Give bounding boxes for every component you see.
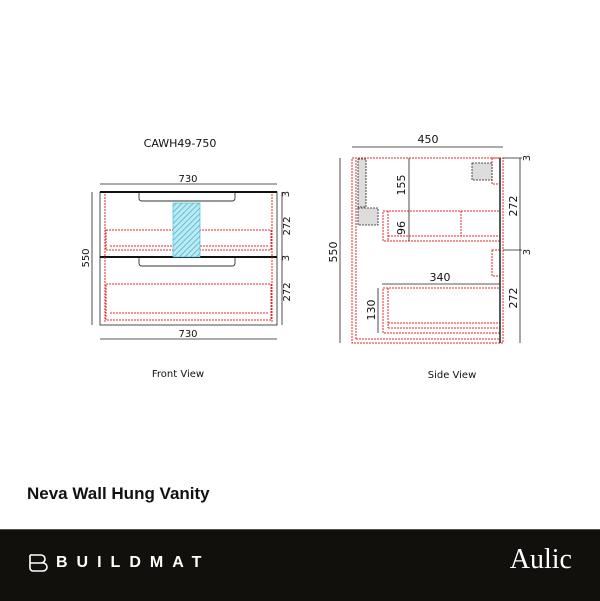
- front-width-bottom: 730: [178, 329, 197, 340]
- footer-bar: BUILDMAT Aulic: [0, 529, 600, 601]
- front-height: 550: [81, 248, 92, 267]
- side-gap-1: 3: [522, 155, 533, 161]
- sink-waste-cutout: [172, 202, 201, 258]
- side-depth: 450: [418, 133, 439, 146]
- front-drawer-height-1: 272: [282, 216, 293, 235]
- side-view-label: Side View: [428, 370, 477, 381]
- brand-left: BUILDMAT: [56, 554, 211, 571]
- side-hidden-lines: [351, 157, 504, 344]
- buildmat-logo: BUILDMAT: [28, 554, 210, 572]
- side-drawer-height-2: 272: [507, 288, 520, 309]
- front-gap-1: 3: [281, 191, 292, 197]
- side-drawer-height-1: 272: [507, 196, 520, 217]
- side-gap-2: 3: [522, 249, 533, 255]
- side-view: 450 550 155 96 340 130 272 272: [327, 133, 533, 381]
- buildmat-b-icon: [29, 554, 48, 572]
- top-handle: [138, 193, 236, 202]
- bottom-handle: [138, 258, 236, 267]
- front-width-top: 730: [178, 174, 197, 185]
- wall-brackets: [357, 158, 493, 226]
- side-drawer-offset: 155: [395, 175, 408, 196]
- side-upper-drawer-height: 96: [395, 221, 408, 235]
- model-code: CAWH49-750: [144, 137, 217, 150]
- front-view-label: Front View: [152, 369, 204, 380]
- side-lower-drawer-depth: 340: [430, 271, 451, 284]
- front-view: CAWH49-750 730 550 272 272 3 3 730 Front…: [81, 137, 293, 380]
- side-height: 550: [327, 242, 340, 263]
- side-lower-drawer-height: 130: [365, 300, 378, 321]
- front-drawer-height-2: 272: [282, 282, 293, 301]
- brand-right: Aulic: [509, 544, 572, 575]
- technical-drawing: CAWH49-750 730 550 272 272 3 3 730 Front…: [81, 133, 533, 381]
- front-gap-2: 3: [281, 255, 292, 261]
- product-title: Neva Wall Hung Vanity: [27, 484, 210, 503]
